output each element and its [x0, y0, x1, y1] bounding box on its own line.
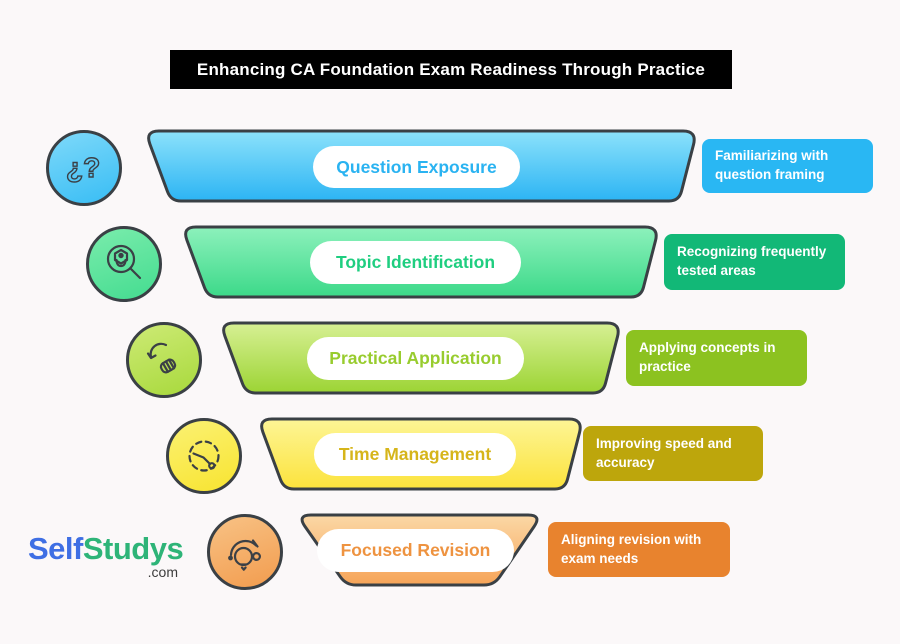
stage-4-icon-circle [166, 418, 242, 494]
logo-wordmark: SelfStudys [28, 531, 184, 566]
stage-3-description-badge: Applying concepts in practice [626, 330, 807, 386]
stage-5-description-badge: Aligning revision with exam needs [548, 522, 730, 577]
stage-1-description: Familiarizing with question framing [715, 148, 829, 182]
stage-2-description-badge: Recognizing frequently tested areas [664, 234, 845, 290]
logo-suffix: .com [147, 564, 178, 580]
stage-2-description: Recognizing frequently tested areas [677, 244, 827, 278]
svg-text:¿?: ¿? [66, 152, 100, 183]
stage-2-label: Topic Identification [335, 252, 496, 272]
dashed-clock-icon [188, 440, 220, 472]
stage-1-icon-circle: ¿? [46, 130, 122, 206]
stage-1-label: Question Exposure [336, 156, 497, 177]
logo-part-self: Self [28, 531, 83, 566]
stage-3-label: Practical Application [329, 348, 502, 368]
stage-2-label-pill: Topic Identification [310, 241, 521, 284]
stage-3-icon-circle [126, 322, 202, 398]
stage-1-description-badge: Familiarizing with question framing [702, 139, 873, 193]
stage-3-description: Applying concepts in practice [639, 340, 776, 374]
lightbulb-icon [228, 539, 262, 571]
stage-1-label-pill: Question Exposure [313, 146, 520, 188]
magnifier-bug-icon [106, 244, 142, 280]
page-title: Enhancing CA Foundation Exam Readiness T… [196, 59, 706, 79]
stage-2-icon-circle [86, 226, 162, 302]
stage-4-label: Time Management [338, 444, 492, 464]
question-marks-icon: ¿? [65, 151, 101, 183]
stage-5-description: Aligning revision with exam needs [561, 531, 702, 566]
stage-4-description-badge: Improving speed and accuracy [583, 426, 763, 481]
stage-4-description: Improving speed and accuracy [596, 435, 732, 470]
stage-5-label-pill: Focused Revision [317, 529, 514, 572]
stage-4-label-pill: Time Management [314, 433, 516, 476]
stage-5-label: Focused Revision [340, 540, 491, 560]
selfstudys-logo: SelfStudys .com [28, 531, 184, 580]
hand-rotate-icon [146, 342, 177, 374]
stage-5-icon-circle [207, 514, 283, 590]
logo-part-studys: Studys [82, 531, 184, 566]
stage-3-label-pill: Practical Application [307, 337, 524, 380]
title-bar: Enhancing CA Foundation Exam Readiness T… [170, 50, 732, 89]
